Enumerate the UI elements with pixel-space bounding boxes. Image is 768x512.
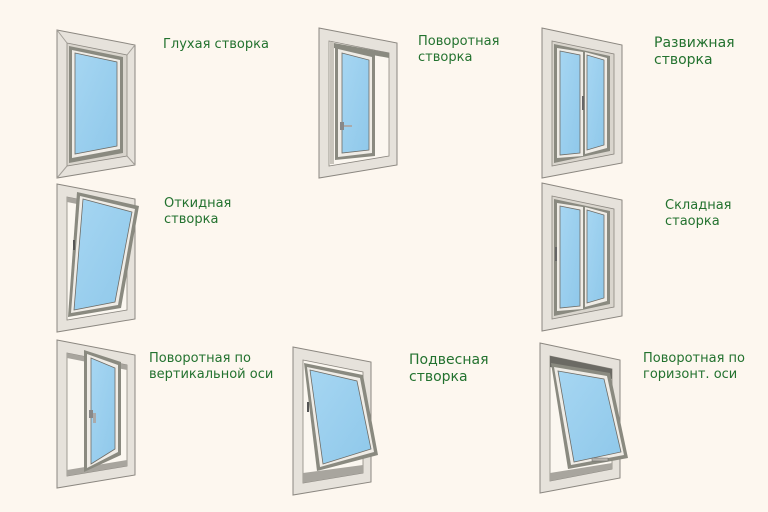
vertical-pivot-window-icon [56,339,136,489]
turn-window-icon [318,27,398,179]
window-type-top-hung [291,346,391,497]
folding-window-icon [541,182,623,332]
label-tilt: Откидная створка [164,196,232,227]
top-hung-window-icon [292,346,378,496]
fixed-window-icon [56,29,136,179]
label-horizontal-pivot: Поворотная по горизонт. оси [643,351,745,382]
label-fixed: Глухая створка [163,37,269,52]
window-type-fixed [55,29,155,180]
label-double-sash: Развижная створка [654,35,735,68]
label-top-hung: Подвесная створка [409,352,489,385]
window-type-horizontal-pivot [538,342,648,495]
window-type-double-sash [540,27,650,180]
label-turn: Поворотная створка [418,34,500,65]
double-sash-window-icon [541,27,623,179]
label-folding: Складная стаорка [665,198,732,229]
window-type-tilt [55,183,155,334]
label-vertical-pivot: Поворотная по вертикальной оси [149,351,274,382]
window-type-folding [540,182,650,333]
window-type-vertical-pivot [55,339,155,490]
tilt-window-icon [56,183,139,333]
horizontal-pivot-window-icon [539,342,628,494]
window-type-turn [317,27,417,180]
